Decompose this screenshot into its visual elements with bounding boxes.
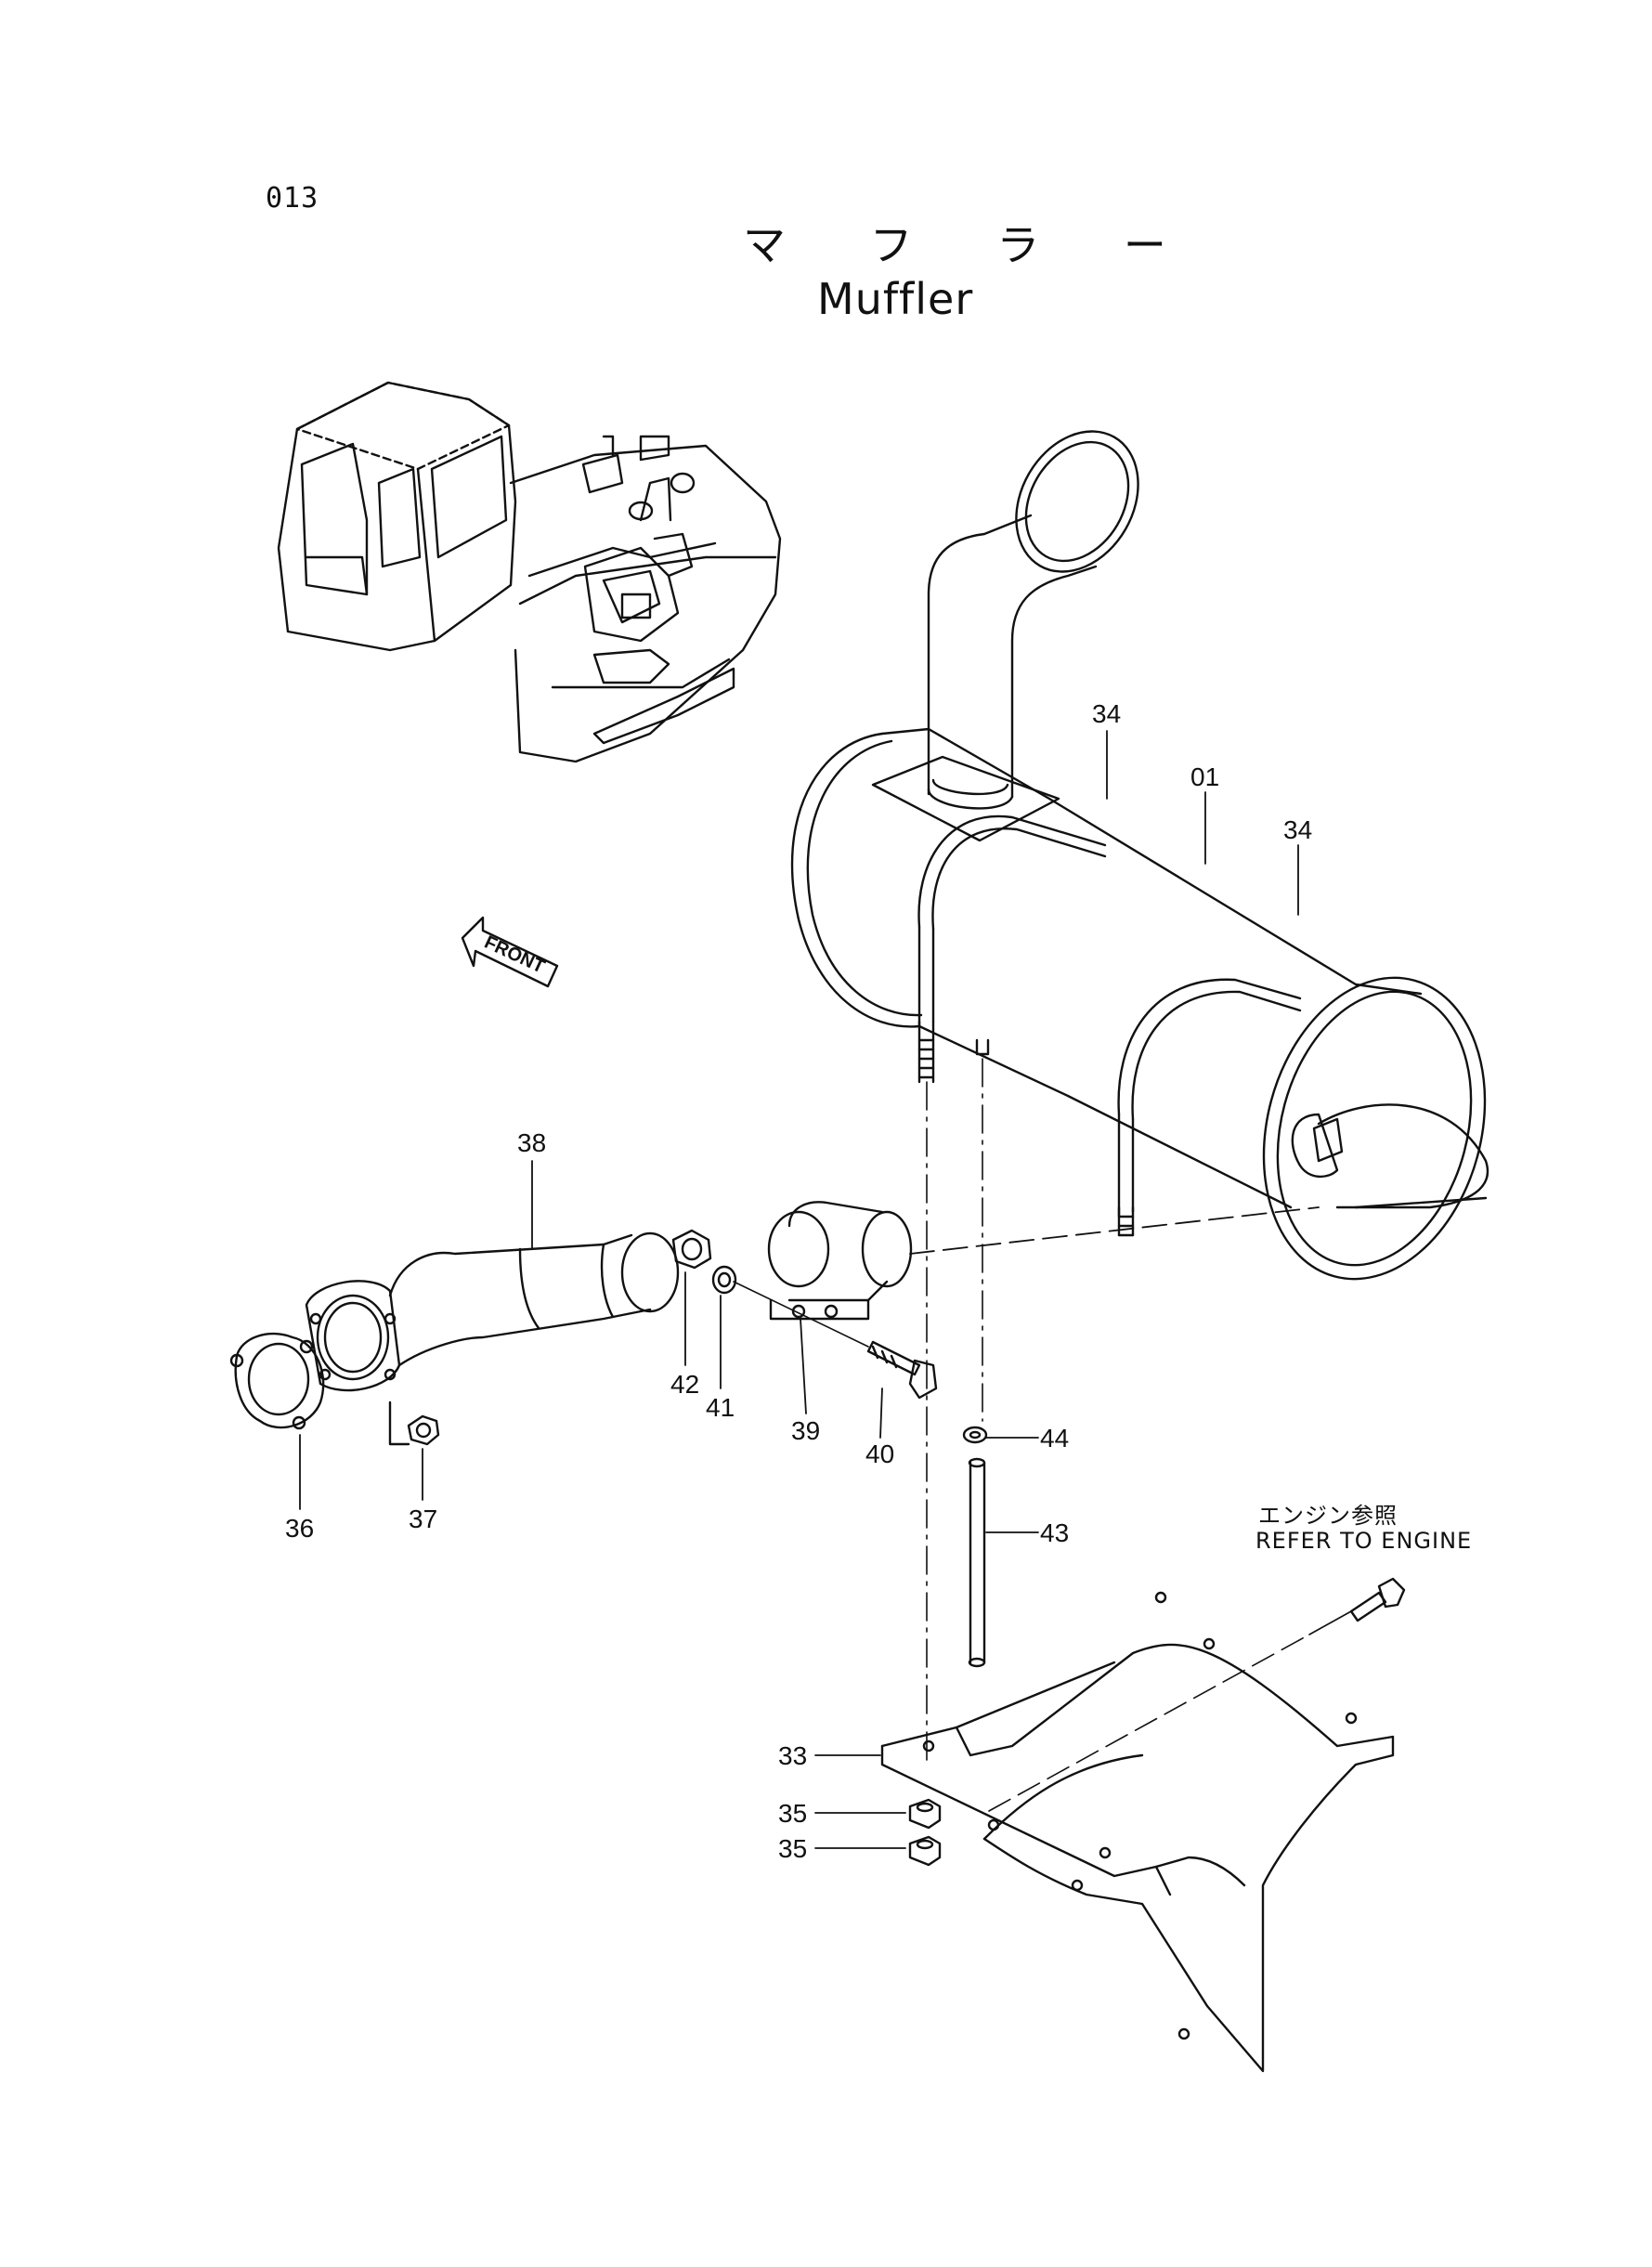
callout-muffler: 01 bbox=[1190, 762, 1219, 791]
leader-lines bbox=[299, 730, 1299, 1849]
callout-nut-37: 37 bbox=[409, 1505, 437, 1533]
title-english: Muffler bbox=[817, 274, 974, 324]
clamp-39 bbox=[767, 1201, 913, 1321]
bolt-40 bbox=[866, 1340, 938, 1400]
callout-nut-35-upper: 35 bbox=[778, 1799, 807, 1828]
nut-37 bbox=[407, 1414, 440, 1446]
rod-43 bbox=[968, 1457, 986, 1668]
gasket bbox=[229, 1332, 325, 1430]
callout-gasket: 36 bbox=[285, 1514, 314, 1543]
front-direction-arrow: FRONT bbox=[461, 916, 559, 988]
nut-42 bbox=[671, 1229, 712, 1270]
callout-pipe: 38 bbox=[517, 1128, 546, 1157]
nut-35-lower bbox=[908, 1835, 942, 1867]
muffler-body bbox=[790, 727, 1489, 1281]
callout-clamp: 39 bbox=[791, 1416, 820, 1445]
callout-band-left: 34 bbox=[1092, 699, 1121, 728]
refer-note-english: REFER TO ENGINE bbox=[1255, 1528, 1473, 1554]
callout-nut-35-lower: 35 bbox=[778, 1834, 807, 1863]
refer-note-japanese: エンジン参照 bbox=[1258, 1503, 1398, 1529]
excavator-overview bbox=[277, 381, 782, 763]
callout-rod-43: 43 bbox=[1040, 1518, 1069, 1547]
tail-pipe bbox=[927, 430, 1139, 799]
callout-bolt-40: 40 bbox=[865, 1440, 894, 1468]
bolt-axis bbox=[733, 1281, 869, 1348]
bracket-33 bbox=[880, 1591, 1395, 2073]
washer-41 bbox=[711, 1265, 737, 1295]
callout-nut-42: 42 bbox=[670, 1370, 699, 1399]
nut-35-upper bbox=[908, 1798, 942, 1830]
engine-bolt bbox=[1349, 1577, 1406, 1622]
washer-44 bbox=[962, 1426, 988, 1444]
rod-top-mark bbox=[975, 1038, 990, 1056]
callout-band-right: 34 bbox=[1283, 815, 1312, 844]
exhaust-pipe bbox=[305, 1231, 680, 1446]
centerline-inlet bbox=[909, 1206, 1320, 1255]
callout-washer-44: 44 bbox=[1040, 1424, 1069, 1453]
callout-bracket: 33 bbox=[778, 1741, 807, 1770]
callout-washer-41: 41 bbox=[706, 1393, 735, 1422]
page-number: 013 bbox=[266, 182, 319, 215]
